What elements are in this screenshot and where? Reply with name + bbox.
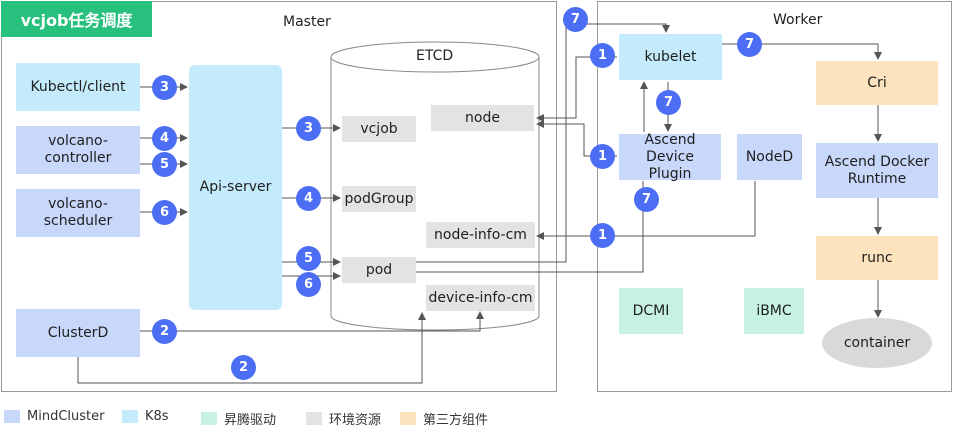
cri-box: Cri — [816, 61, 938, 105]
ascend-device-plugin-box: Ascend Device Plugin — [619, 132, 721, 182]
step-badge-controller-b: 5 — [152, 152, 177, 177]
etcd-node-info-cm: node-info-cm — [426, 222, 535, 248]
etcd-vcjob: vcjob — [342, 116, 416, 142]
step-badge-pod-kubelet: 7 — [563, 7, 588, 32]
legend-swatch-mindcluster — [4, 410, 20, 423]
step-badge-api-vcjob: 3 — [296, 116, 321, 141]
etcd-node: node — [431, 105, 534, 131]
step-badge-controller-a: 4 — [152, 126, 177, 151]
volcano-controller-box: volcano-controller — [16, 126, 140, 174]
runc-box: runc — [816, 236, 938, 280]
etcd-label: ETCD — [416, 48, 454, 64]
legend-label-third-party: 第三方组件 — [423, 413, 489, 428]
master-label: Master — [283, 14, 331, 30]
ascend-docker-runtime-box: Ascend Docker Runtime — [816, 143, 938, 198]
step-badge-scheduler: 6 — [152, 200, 177, 225]
legend-third-party: 第三方组件 — [400, 409, 488, 428]
legend-swatch-third-party — [400, 412, 416, 425]
ibmc-box: iBMC — [744, 288, 804, 334]
diagram-title: vcjob任务调度 — [1, 1, 152, 37]
legend-label-mindcluster: MindCluster — [27, 409, 105, 424]
step-badge-clusterd-device: 2 — [231, 355, 256, 380]
legend-swatch-env-resources — [306, 412, 322, 425]
step-badge-api-pod-a: 5 — [296, 246, 321, 271]
kubelet-box: kubelet — [619, 34, 722, 80]
legend-swatch-k8s — [122, 410, 138, 423]
legend-mindcluster: MindCluster — [4, 409, 104, 424]
api-server-box: Api-server — [189, 65, 282, 310]
container-ellipse: container — [822, 318, 932, 368]
legend-k8s: K8s — [122, 409, 169, 424]
etcd-pod: pod — [342, 257, 416, 283]
step-badge-kubelet-node: 1 — [590, 43, 615, 68]
etcd-device-info-cm: device-info-cm — [426, 285, 535, 311]
worker-label: Worker — [773, 12, 823, 28]
step-badge-kubectl: 3 — [152, 75, 177, 100]
etcd-podgroup: podGroup — [342, 186, 416, 212]
legend-label-ascend-driver: 昇腾驱动 — [224, 413, 277, 428]
step-badge-plugin-pod: 7 — [634, 187, 659, 212]
step-badge-api-podgroup: 4 — [296, 186, 321, 211]
legend-env-resources: 环境资源 — [306, 409, 381, 428]
legend-swatch-ascend-driver — [201, 412, 217, 425]
step-badge-api-pod-b: 6 — [296, 272, 321, 297]
step-badge-plugin-node: 1 — [590, 144, 615, 169]
dcmi-box: DCMI — [619, 288, 683, 334]
legend-ascend-driver: 昇腾驱动 — [201, 409, 276, 428]
legend-label-k8s: K8s — [145, 409, 169, 424]
step-badge-clusterd: 2 — [152, 319, 177, 344]
clusterd-box: ClusterD — [16, 309, 140, 357]
step-badge-noded-nodeinfo: 1 — [590, 223, 615, 248]
kubectl-client-box: Kubectl/client — [16, 63, 140, 111]
noded-box: NodeD — [737, 134, 802, 180]
step-badge-kubelet-cri: 7 — [737, 32, 762, 57]
legend-label-env-resources: 环境资源 — [329, 413, 382, 428]
volcano-scheduler-box: volcano-scheduler — [16, 189, 140, 237]
step-badge-kubelet-plugin: 7 — [656, 90, 681, 115]
